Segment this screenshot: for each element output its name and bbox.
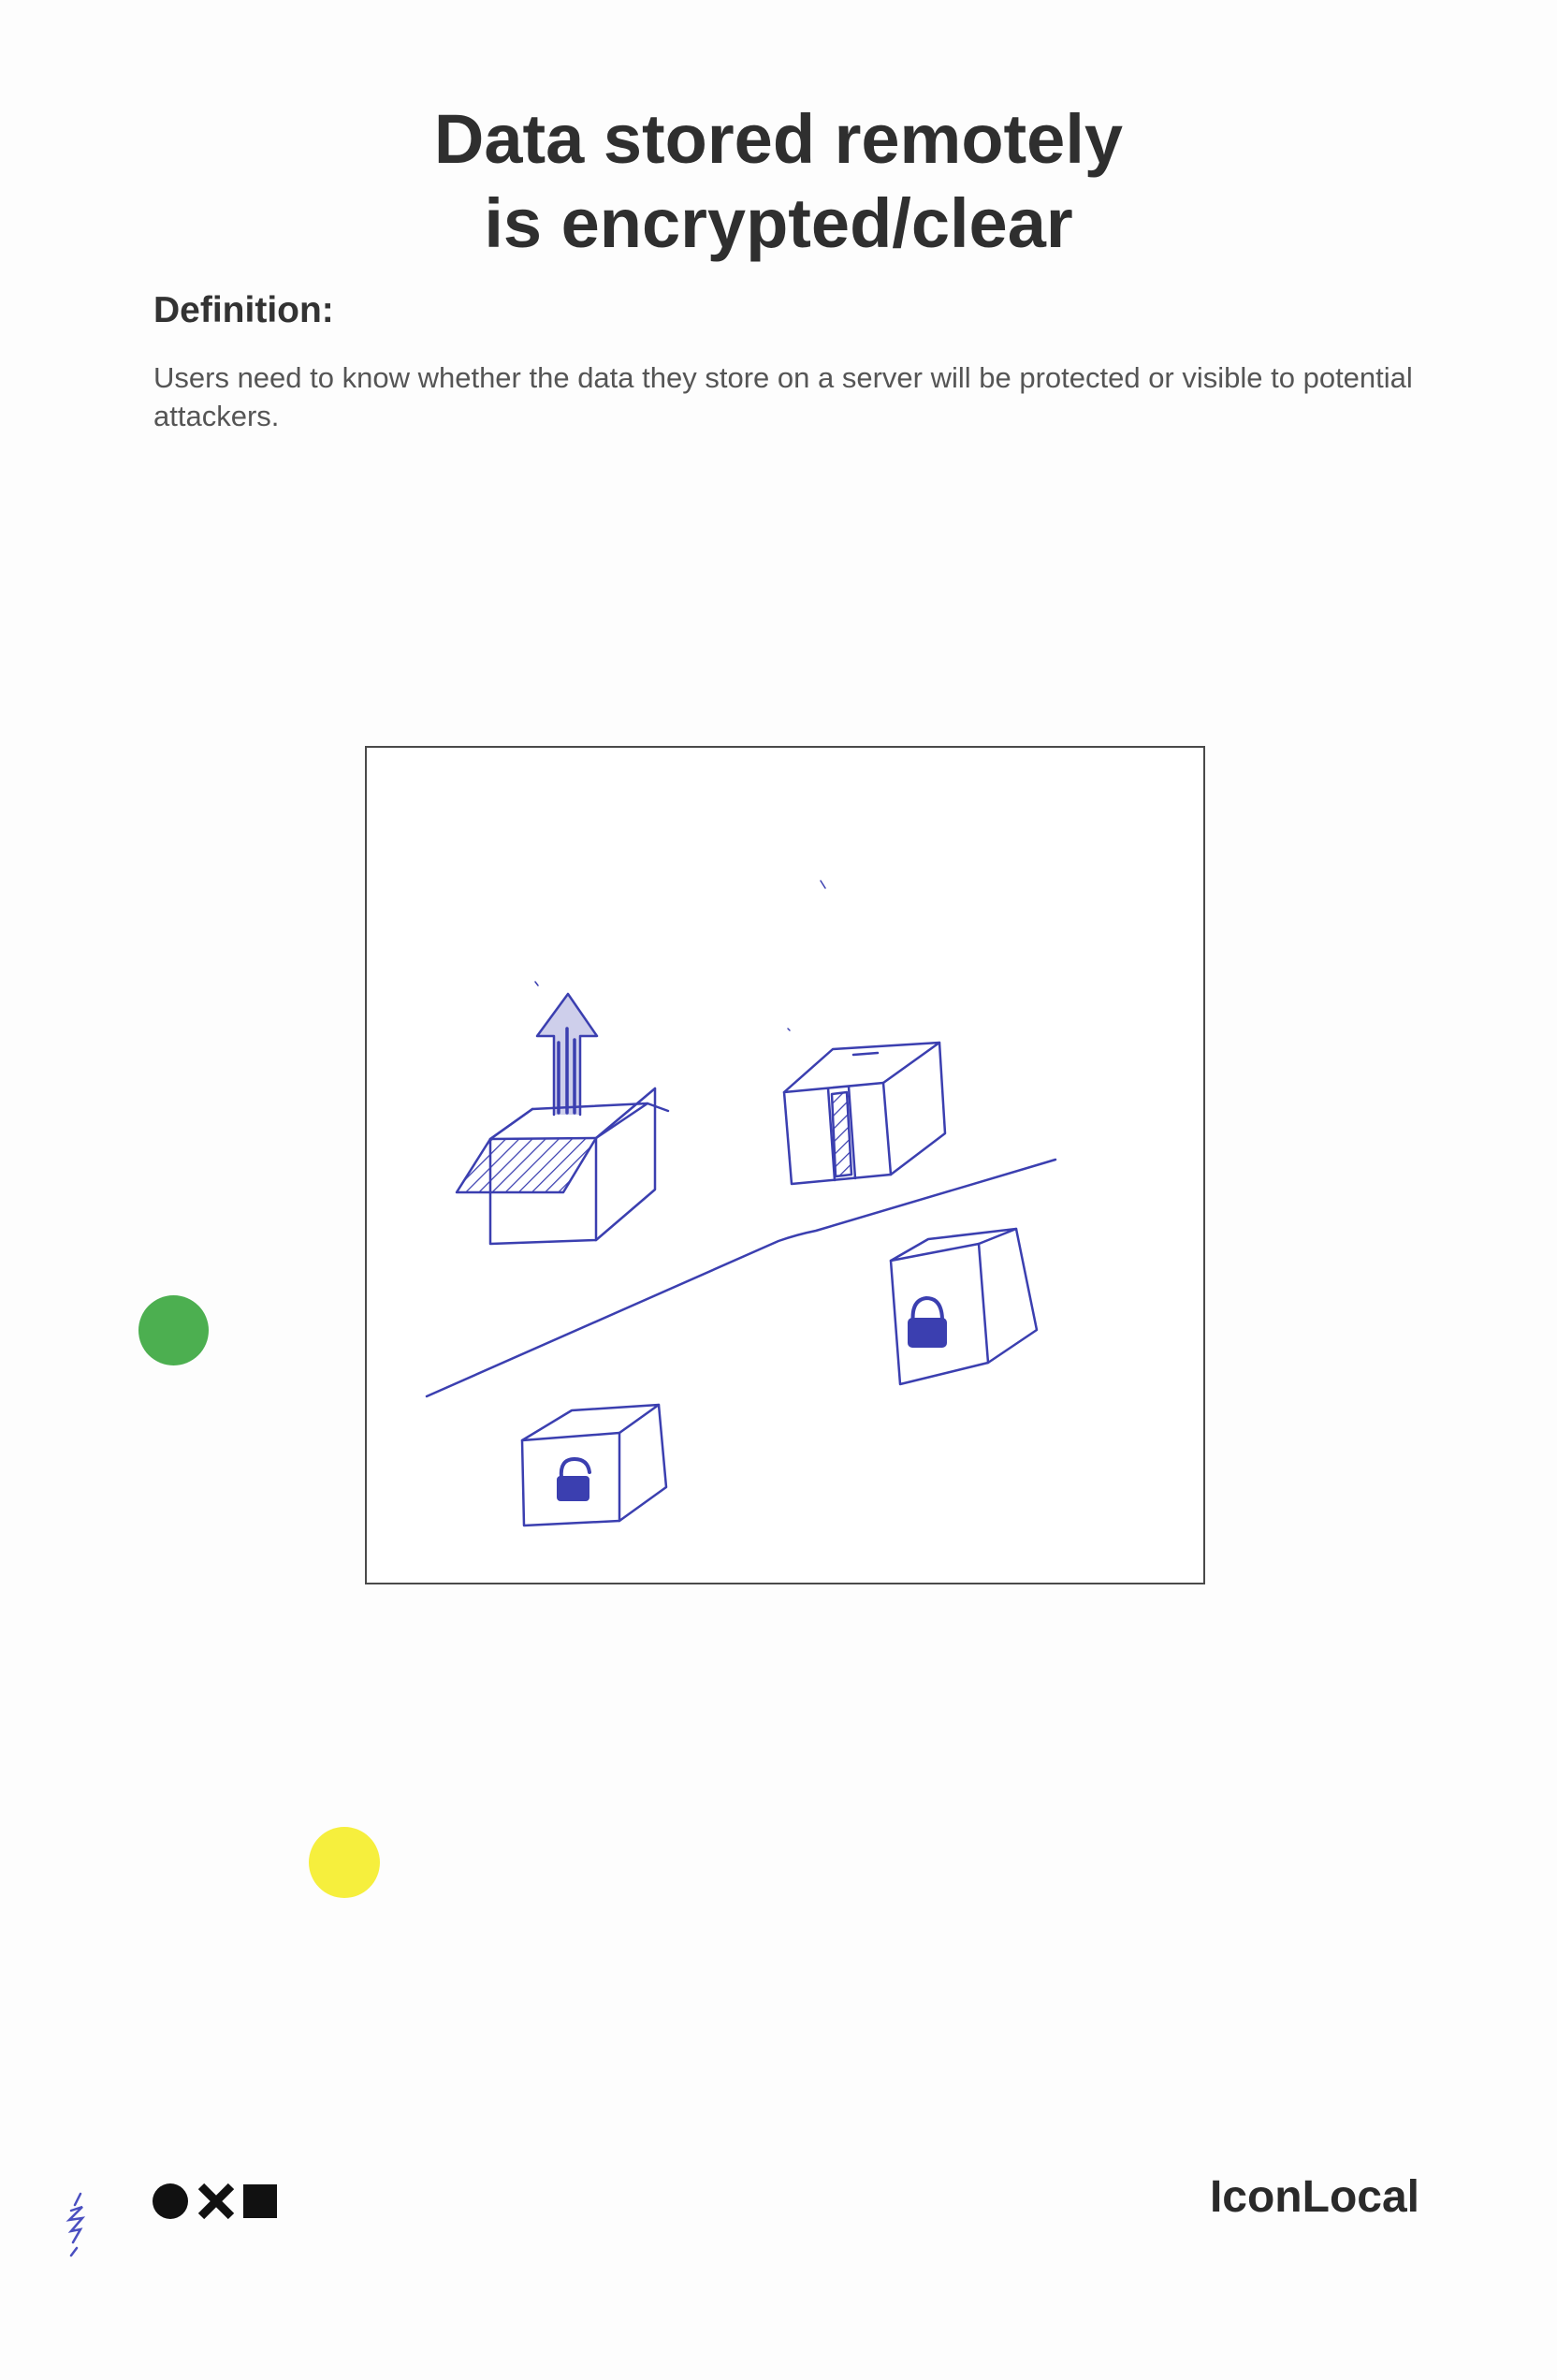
square-icon [243, 2184, 277, 2218]
yellow-sticker-dot [309, 1827, 380, 1898]
locked-box-icon [889, 1227, 1039, 1386]
circle-icon [153, 2183, 188, 2219]
green-sticker-dot [138, 1295, 209, 1365]
divider-line [425, 1158, 1057, 1398]
closed-box-icon [782, 1041, 947, 1186]
card-title-line-2: is encrypted/clear [484, 184, 1073, 262]
stray-ink-marks [534, 880, 826, 1031]
handwritten-signature [65, 2192, 86, 2257]
brand-logo-marks [153, 2183, 277, 2220]
sketch-frame [365, 746, 1205, 1584]
card-title: Data stored remotely is encrypted/clear [0, 97, 1557, 266]
brand-name: IconLocal [1209, 2172, 1419, 2222]
card-title-line-1: Data stored remotely [433, 100, 1124, 178]
x-icon [197, 2183, 235, 2220]
hand-drawn-sketch [425, 880, 1057, 1527]
unlocked-box-icon [520, 1403, 668, 1527]
upload-box-icon [455, 992, 670, 1246]
definition-label: Definition: [153, 290, 334, 330]
definition-text: Users need to know whether the data they… [153, 361, 1413, 432]
